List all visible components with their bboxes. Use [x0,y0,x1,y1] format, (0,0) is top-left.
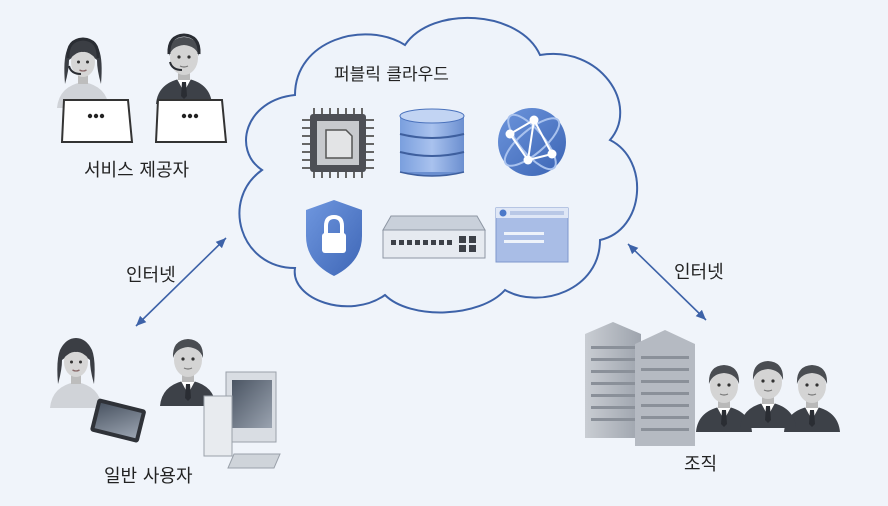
internet-connection-arrow-right [627,243,707,321]
internet-label-left: 인터넷 [126,265,176,286]
tablet-icon [90,398,146,443]
building-icon [585,322,695,446]
internet-connection-arrow-left [135,237,227,327]
cpu-chip-icon [302,108,374,178]
person-icon [739,360,797,429]
browser-window-icon [495,207,569,263]
service-providers-label: 서비스 제공자 [84,160,190,181]
internet-label-right: 인터넷 [674,262,724,283]
laptop-icon [60,99,134,143]
user-female-icon [49,337,103,409]
service-providers-group [56,33,228,143]
network-switch-icon [382,215,486,259]
security-shield-lock-icon [306,200,362,276]
public-cloud [238,16,639,314]
service-provider-female-icon [56,37,110,109]
general-users-label: 일반 사용자 [104,466,193,487]
desktop-computer-icon [203,371,281,469]
database-icon [399,108,465,177]
organization-group [585,322,841,446]
globe-network-icon [498,108,566,176]
organization-label: 조직 [684,454,718,475]
cloud-title: 퍼블릭 클라우드 [334,65,449,85]
laptop-icon [154,99,228,143]
general-users-group [49,337,281,469]
service-provider-male-icon [155,33,213,105]
